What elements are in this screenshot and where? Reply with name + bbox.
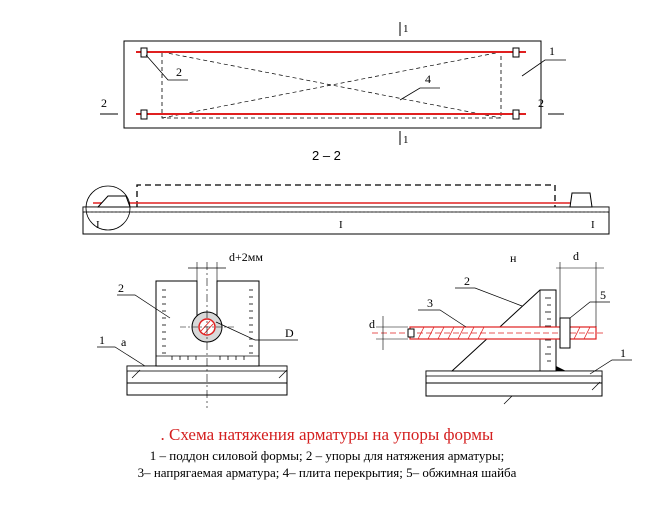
pallet-under [425, 382, 603, 397]
caption-line-2: 3– напрягаемая арматура; 4– плита перекр… [137, 465, 517, 480]
scale-ticks-left [162, 289, 253, 360]
stop-block [512, 47, 520, 58]
plan-view: 1 1 2 2 1 2 4 [100, 22, 566, 146]
label-washer: 5 [600, 288, 606, 302]
rebar-hatching [417, 326, 591, 340]
dim-d-top: d [573, 249, 579, 263]
pallet-plate [425, 370, 603, 377]
rebar-hatch [200, 320, 211, 332]
label-pallet: 1 [99, 333, 105, 347]
leader-stop [455, 287, 523, 307]
leader-stop [117, 294, 171, 319]
pallet-outline [123, 40, 542, 129]
break-line [278, 369, 288, 379]
leader-stop [145, 54, 188, 81]
leader-D [215, 321, 298, 341]
leader-pallet [97, 346, 146, 367]
section-mark-right: 2 [538, 96, 544, 110]
support-mark: I [591, 219, 595, 231]
detail-left: d+2мм 2 1 a D [97, 250, 298, 408]
detail-right: н d d 2 3 5 1 [369, 249, 632, 405]
caption-title: . Схема натяжения арматуры на упоры форм… [160, 425, 494, 444]
label-stop: 2 [176, 65, 182, 79]
caption-line-1: 1 – поддон силовой формы; 2 – упоры для … [149, 448, 505, 463]
slab-diagonal [161, 51, 502, 119]
label-slab: 4 [425, 72, 431, 86]
dim-gap-label: d+2мм [229, 250, 263, 264]
stop-block [140, 47, 148, 58]
section-mark-top: 1 [403, 23, 409, 35]
section-mark-bottom: 1 [403, 134, 409, 146]
label-pallet: 1 [549, 44, 555, 58]
stop-block [140, 109, 148, 120]
break-line [503, 395, 513, 405]
support-mark: I [96, 219, 100, 231]
section-mark-left: 2 [101, 96, 107, 110]
break-line [591, 381, 601, 391]
stop-base [155, 355, 260, 367]
elevation-view: I I I [82, 184, 610, 235]
slab-elevation [136, 184, 556, 207]
dim-d-left: d [369, 317, 375, 331]
rebar-end [407, 328, 415, 338]
label-h: н [510, 251, 517, 265]
slab-diagonal [161, 51, 502, 119]
label-pallet: 1 [620, 346, 626, 360]
detail-callout-circle [85, 185, 131, 231]
rebar-hatch [203, 323, 214, 335]
stop-elevation-left [96, 195, 131, 208]
leader-pallet [589, 359, 632, 375]
pallet-top-plate [82, 206, 610, 213]
label-stop: 2 [118, 281, 124, 295]
stop-block [512, 109, 520, 120]
support-mark: I [339, 219, 343, 231]
leader-pallet [521, 59, 566, 77]
label-stop: 2 [464, 274, 470, 288]
leader-rebar [418, 309, 467, 328]
label-D: D [285, 326, 294, 340]
label-a: a [121, 335, 127, 349]
leader-slab [399, 87, 440, 101]
leader-washer [569, 301, 610, 319]
stop-elevation-right [569, 192, 593, 208]
washer-block [559, 317, 571, 349]
label-rebar: 3 [427, 296, 433, 310]
section-title: 2 – 2 [312, 148, 341, 163]
break-line [131, 369, 141, 379]
stop-anchor [556, 366, 566, 371]
